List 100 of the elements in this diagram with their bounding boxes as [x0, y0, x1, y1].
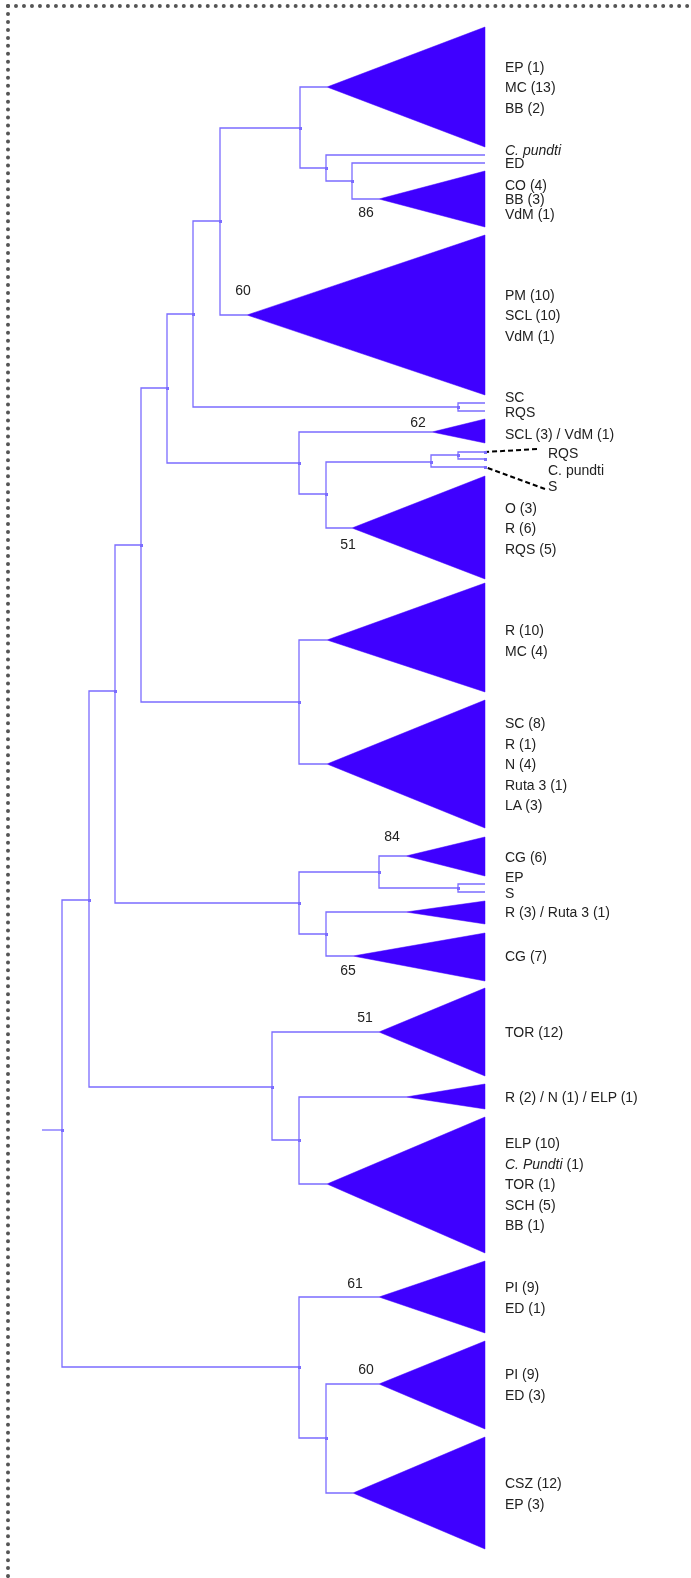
taxon-label: R (1) [504, 735, 537, 752]
branch-point [324, 492, 328, 496]
branch-point [113, 689, 117, 693]
taxon-label: SCL (3) / VdM (1) [505, 427, 615, 441]
taxon-label: PI (9) [504, 1278, 540, 1295]
taxon-label: EP (1) [504, 58, 545, 75]
branch-point [377, 870, 381, 874]
tree-branch [166, 313, 194, 389]
tree-branch [140, 387, 168, 546]
taxon-label: MC (13) [504, 79, 556, 95]
leader-line [484, 448, 538, 453]
taxon-label: EP [485, 870, 524, 884]
tree-branch [457, 402, 486, 408]
branch-point [139, 543, 143, 547]
branch-point [298, 126, 302, 130]
branch-point [429, 460, 433, 464]
taxon-label: SC (8) [504, 715, 546, 731]
tree-branch [41, 1129, 63, 1131]
taxon-label: CG (7) [504, 948, 547, 964]
branch-point [456, 453, 460, 457]
branch-point [297, 1138, 301, 1142]
tree-branch [166, 387, 300, 464]
bootstrap-value: 61 [347, 1275, 363, 1291]
branch-point [60, 1128, 64, 1132]
taxon-label: S [485, 886, 515, 900]
tree-branch [457, 887, 486, 893]
tree-branch [298, 701, 328, 765]
branch-point [324, 166, 328, 170]
taxon-label: RQS (5) [504, 540, 557, 557]
branch-point [297, 461, 301, 465]
taxon-label: PI (9) [504, 1365, 540, 1382]
branch-point [483, 450, 487, 454]
branch-point [165, 386, 169, 390]
tree-branch [298, 1296, 380, 1368]
taxon-label: RQS [537, 446, 579, 460]
branch-point [297, 901, 301, 905]
tree-branch [298, 462, 327, 495]
taxon-label: PM (10) [504, 286, 555, 303]
taxon-label: ELP (10) [504, 1135, 560, 1151]
taxon-label: ED [485, 156, 525, 170]
tree-branch [298, 1139, 328, 1185]
taxon-label: RQS [485, 405, 536, 419]
taxon-label: TOR (1) [504, 1176, 556, 1192]
taxon-label: R (10) [504, 621, 544, 638]
branch-point [218, 219, 222, 223]
taxon-label: S [545, 479, 558, 493]
tree-branch [325, 167, 353, 182]
branch-point [483, 465, 487, 469]
tree-branch [378, 871, 459, 889]
taxon-label: C. pundti [548, 463, 605, 477]
taxon-label: LA (3) [504, 797, 543, 813]
taxon-label: O (3) [504, 499, 537, 516]
taxon-label: VdM (1) [504, 327, 555, 344]
branch-point [191, 312, 195, 316]
tree-branch [325, 154, 486, 169]
taxon-label: BB (3) [504, 191, 545, 207]
tree-branch [88, 899, 273, 1088]
tree-branch [219, 220, 248, 316]
bootstrap-value: 65 [340, 962, 356, 978]
taxon-label: BB (2) [504, 99, 545, 116]
taxon-label: CO (4) [504, 176, 547, 193]
tree-branch [298, 902, 327, 935]
tree-branch [457, 454, 486, 460]
tree-branch [298, 871, 380, 904]
taxon-label: BB (1) [504, 1217, 545, 1233]
tree-branch [192, 220, 221, 315]
bootstrap-value: 60 [358, 1361, 374, 1377]
tree-branch [325, 911, 407, 935]
tree-branch [430, 461, 486, 468]
tree-branch [325, 1437, 354, 1494]
tree-branch [325, 933, 354, 957]
taxon-label: R (3) / Ruta 3 (1) [505, 905, 611, 919]
taxon-label: ED (1) [504, 1299, 546, 1316]
taxon-label: CSZ (12) [504, 1474, 562, 1491]
taxon-label: R (2) / N (1) / ELP (1) [504, 1089, 638, 1105]
taxon-label: C. Pundti (1) [504, 1155, 584, 1172]
tree-branch [325, 493, 353, 529]
taxon-label: TOR (12) [504, 1024, 564, 1040]
branch-point [324, 1436, 328, 1440]
tree-branch [114, 544, 142, 692]
taxon-label: R (6) [504, 520, 537, 536]
branch-point [270, 1085, 274, 1089]
tree-branch [457, 883, 486, 889]
branch-point [350, 179, 354, 183]
taxon-label: ED (3) [504, 1386, 546, 1403]
bootstrap-value: 86 [358, 204, 374, 220]
branch-point [297, 1365, 301, 1369]
taxon-label: CG (6) [505, 850, 547, 864]
bootstrap-value: 60 [235, 282, 251, 298]
bootstrap-value: 84 [384, 828, 400, 844]
taxon-label: MC (4) [504, 642, 548, 659]
tree-branch [378, 855, 407, 873]
taxon-label: SCH (5) [504, 1196, 556, 1213]
tree-branch [271, 1031, 380, 1088]
tree-branch [219, 127, 301, 222]
tree-branch [61, 899, 90, 1131]
taxon-label: C. pundti [485, 143, 562, 157]
tree-branch [325, 1383, 380, 1439]
tree-branch [298, 1366, 327, 1439]
bootstrap-value: 51 [340, 536, 356, 552]
